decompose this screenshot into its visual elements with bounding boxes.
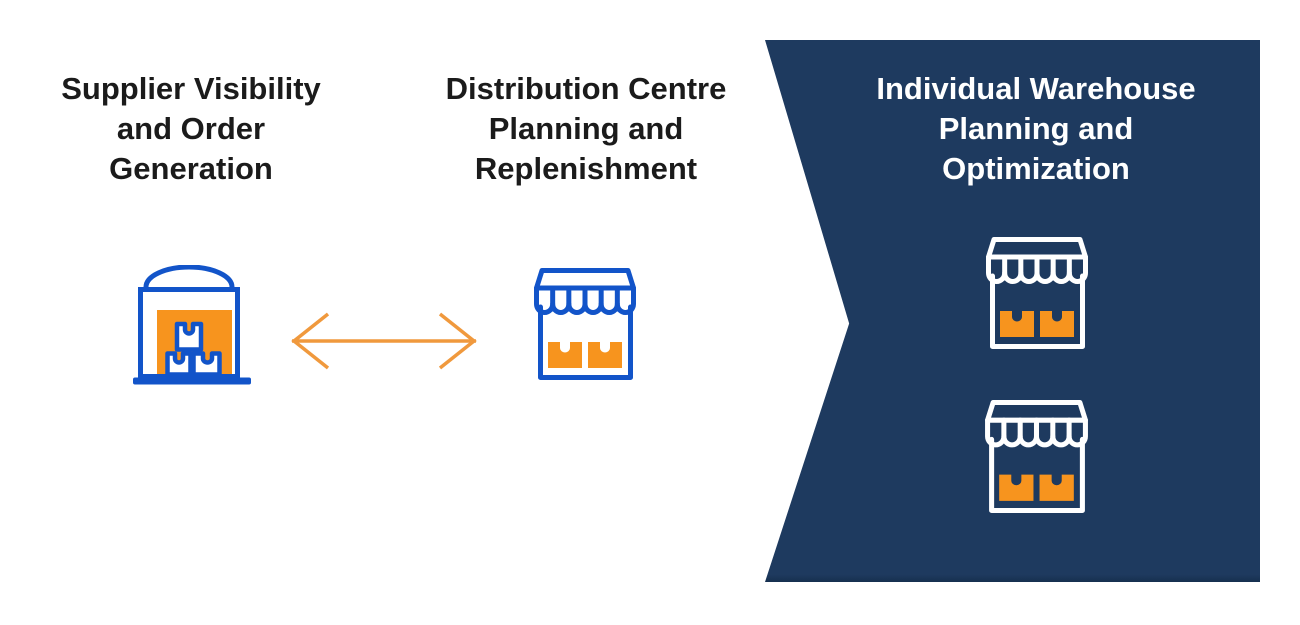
column-title-supplier: Supplier Visibility and Order Generation (61, 71, 321, 186)
store-icon-warehouse-1 (985, 236, 1089, 350)
warehouse-icon (133, 265, 251, 385)
store-icon-warehouse-2 (984, 399, 1089, 514)
double-arrow-icon (291, 312, 477, 370)
column-title-distribution: Distribution Centre Planning and Repleni… (445, 71, 727, 186)
store-icon-distribution (533, 267, 637, 381)
column-title-individual-warehouse: Individual Warehouse Planning and Optimi… (876, 71, 1196, 186)
